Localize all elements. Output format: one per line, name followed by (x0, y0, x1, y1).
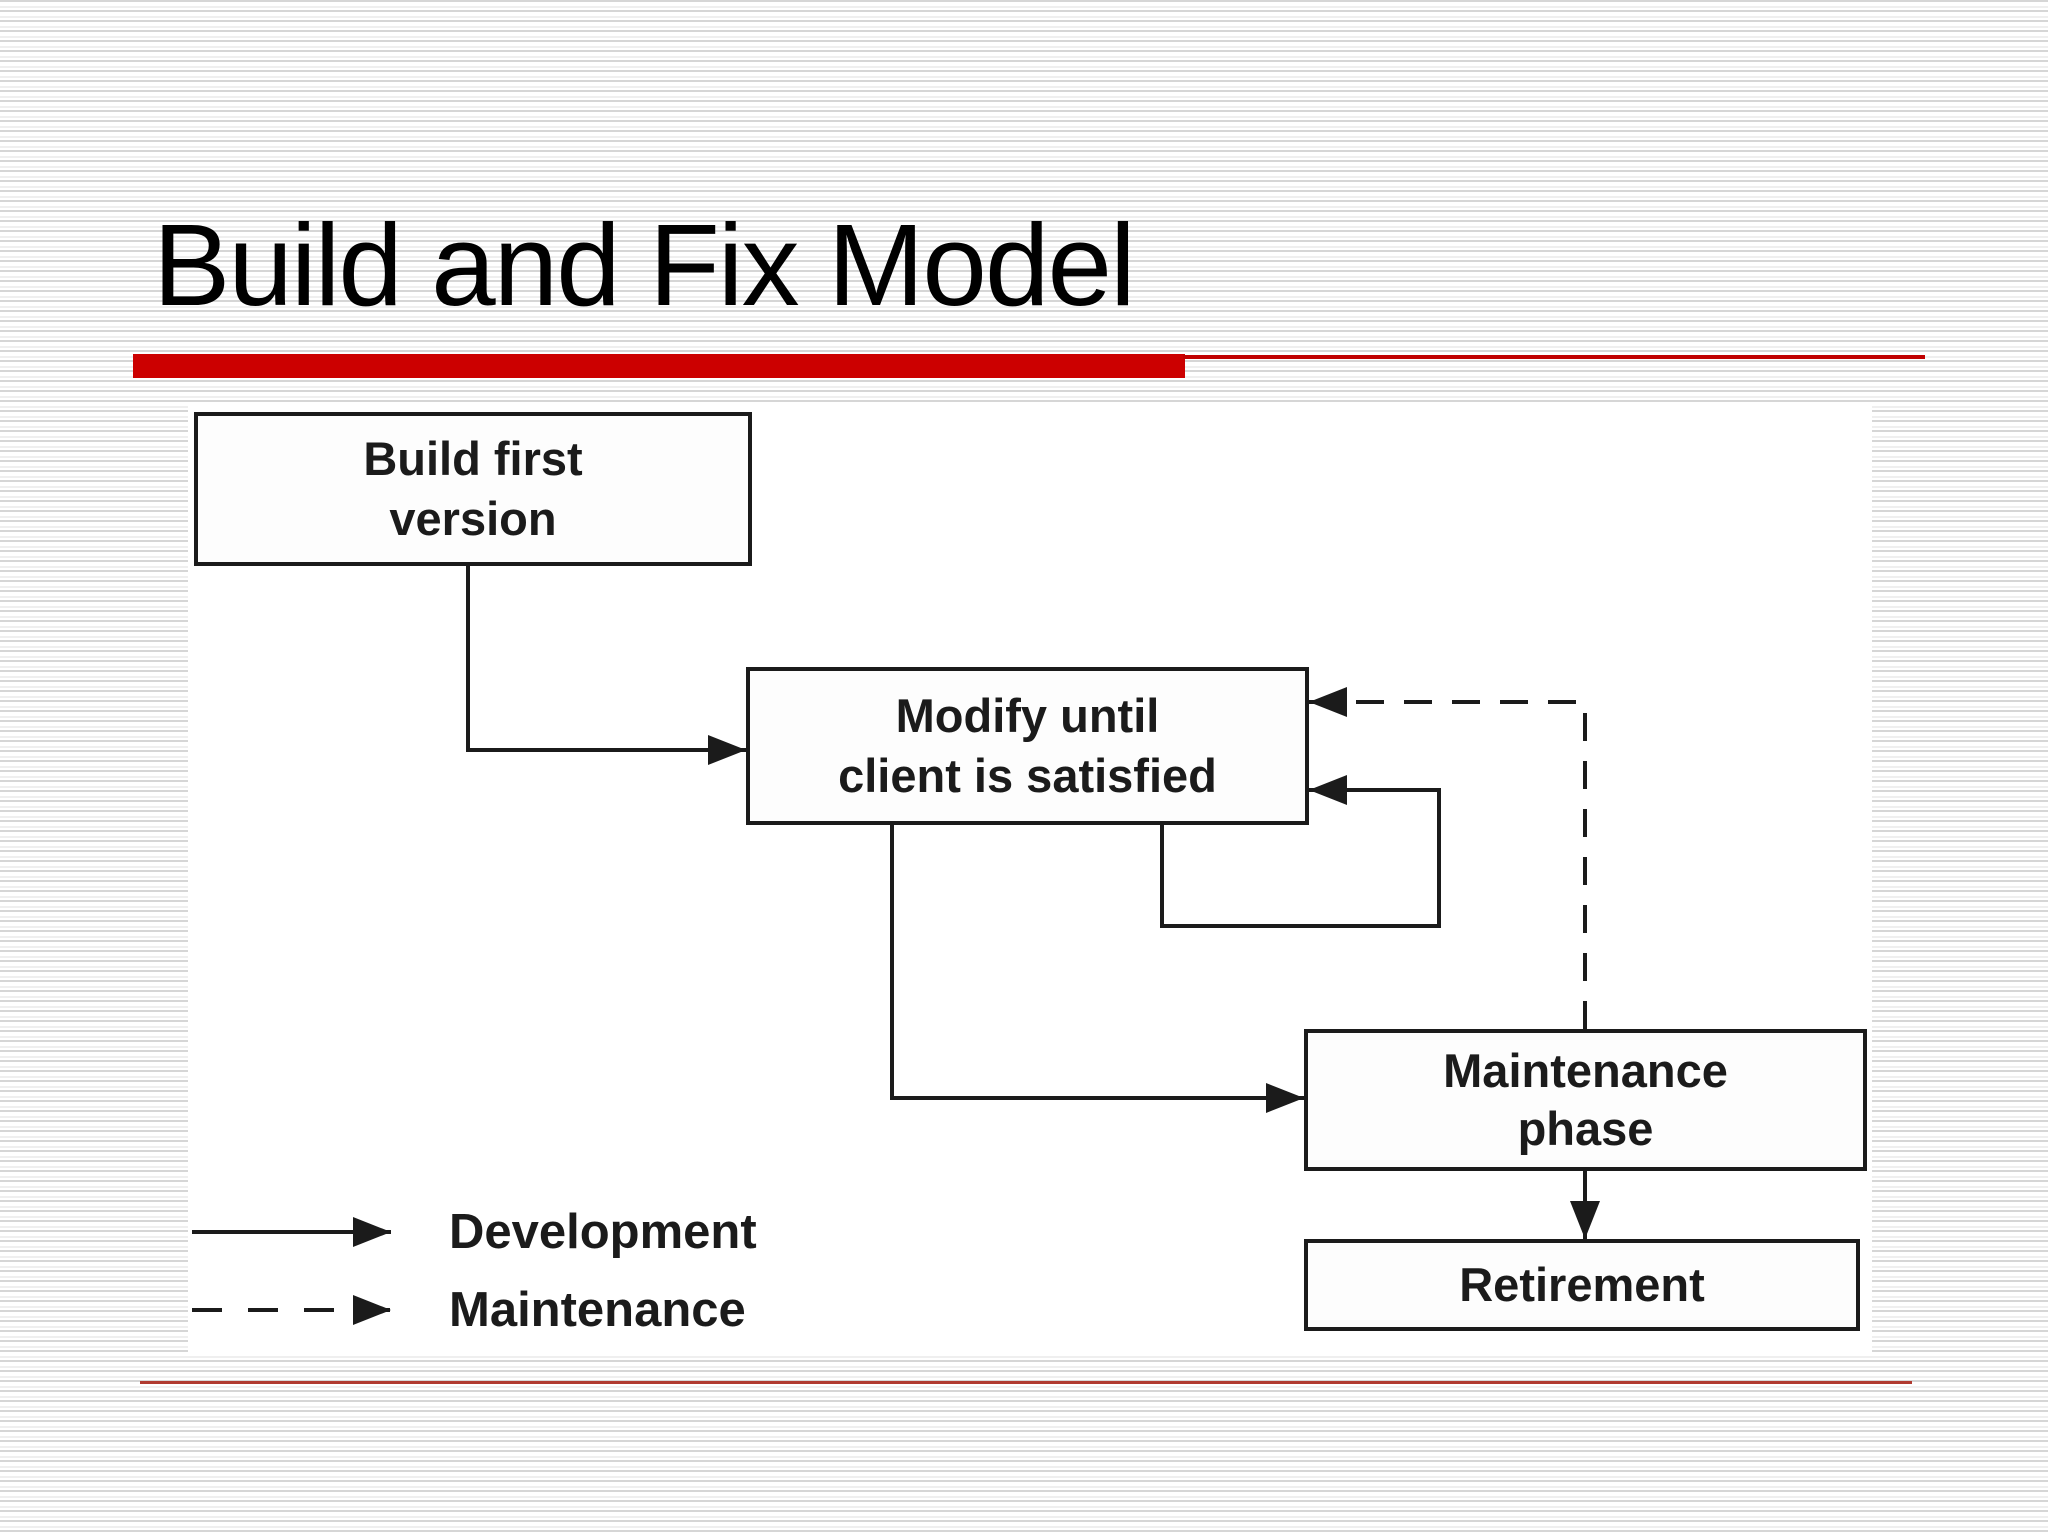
flow-box-label-line: phase (1517, 1102, 1654, 1155)
flow-box-label-line: Maintenance (1443, 1044, 1728, 1097)
flow-box-modify-until-satisfied: Modify until client is satisfied (746, 667, 1309, 825)
title-underline-thin-line (1183, 355, 1925, 359)
flow-box-build-first-version: Build first version (194, 412, 752, 566)
flow-box-label-line: client is satisfied (838, 749, 1217, 802)
footer-divider-line (140, 1381, 1912, 1384)
page-title: Build and Fix Model (153, 200, 1136, 330)
flow-box-label-line: version (389, 492, 557, 545)
flow-box-label-line: Modify until (895, 689, 1160, 742)
title-underline-bar (133, 354, 1185, 378)
flow-box-label-line: Build first (363, 432, 583, 485)
flow-box-retirement: Retirement (1304, 1239, 1860, 1331)
flow-box-maintenance-phase: Maintenance phase (1304, 1029, 1867, 1171)
legend-label-development: Development (449, 1205, 757, 1259)
flow-box-label-line: Retirement (1459, 1258, 1705, 1311)
legend-label-maintenance: Maintenance (449, 1283, 746, 1337)
